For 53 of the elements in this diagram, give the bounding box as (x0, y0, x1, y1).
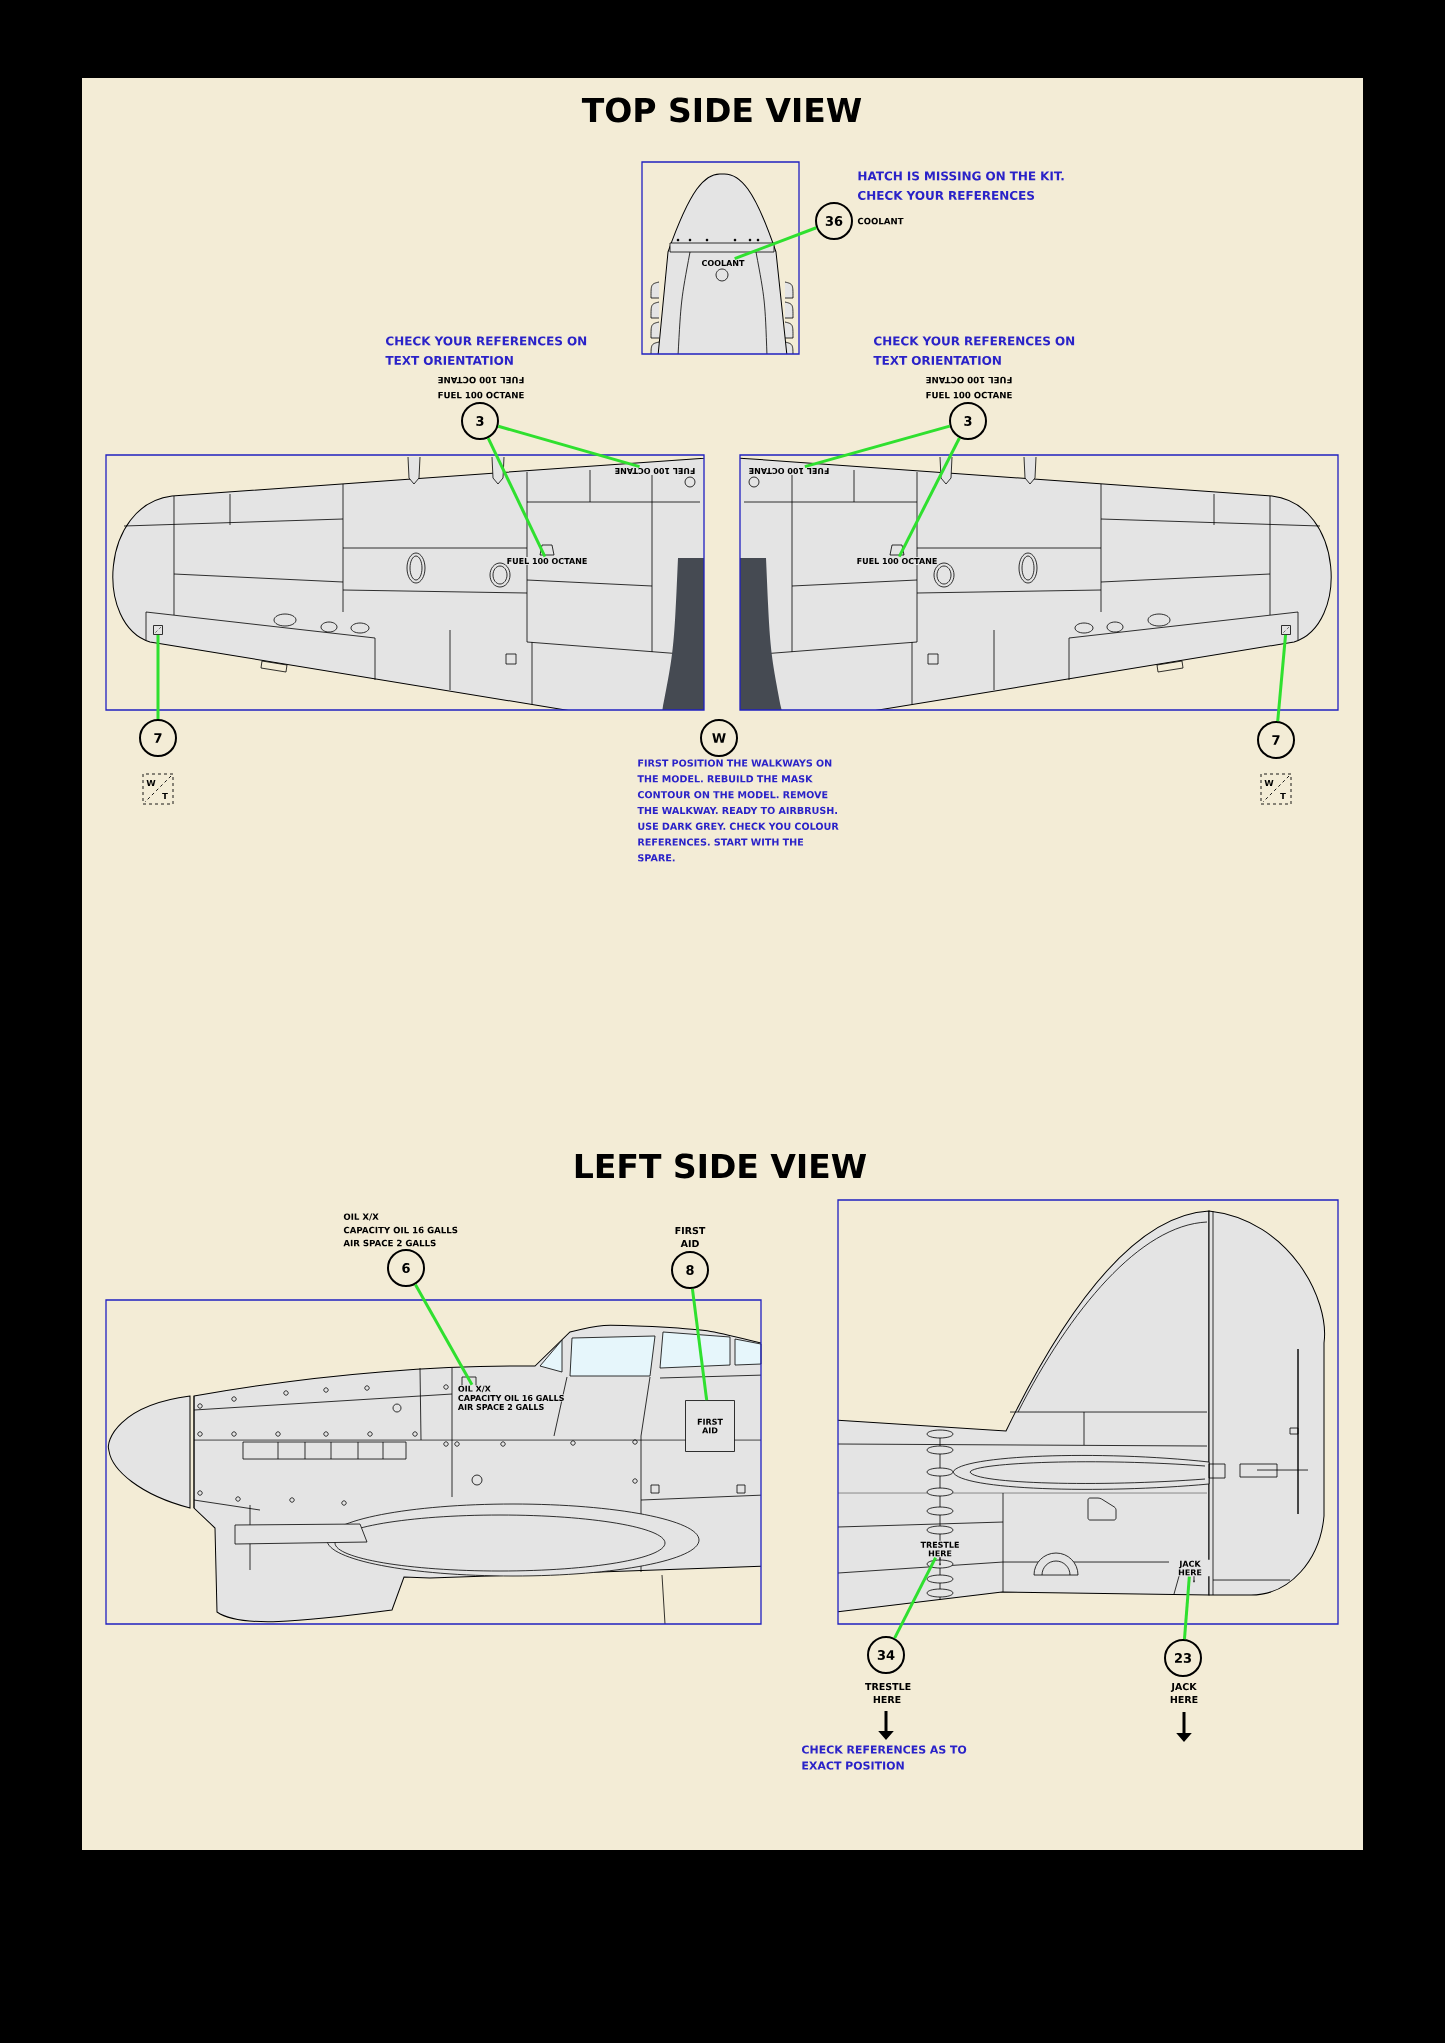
callout-text: OIL X/X (343, 1213, 379, 1221)
leader-line (897, 437, 961, 558)
leader-line (804, 424, 951, 469)
stencil-text: OIL X/X (457, 1385, 492, 1393)
symbol-letter: T (162, 792, 168, 800)
callout-number: W (700, 719, 738, 757)
callout-number: 3 (949, 402, 987, 440)
upside-down-text: FUEL 100 OCTANE (926, 376, 1012, 384)
view-title: LEFT SIDE VIEW (575, 1153, 867, 1179)
symbol-letter: W (146, 779, 156, 787)
stencil-text: FUEL 100 OCTANE (747, 467, 831, 476)
callout-number: 7 (139, 719, 177, 757)
leader-line (1183, 1576, 1191, 1640)
note-text: HATCH IS MISSING ON THE KIT. CHECK YOUR REFERENCES (858, 171, 1064, 200)
stencil-text: AIR SPACE 2 GALLS (457, 1403, 545, 1411)
callout-number: 23 (1164, 1639, 1202, 1677)
stencil-text: FUEL 100 OCTANE (855, 557, 939, 566)
callout-text: FIRST AID (675, 1227, 706, 1248)
stencil-text: FUEL 100 OCTANE (613, 467, 697, 476)
callout-text: CAPACITY OIL 16 GALLS (343, 1226, 458, 1234)
stencil-text: FUEL 100 OCTANE (505, 557, 589, 566)
callout-text: JACK HERE (1170, 1683, 1198, 1704)
leader-line (690, 1288, 709, 1401)
callout-number: 8 (671, 1251, 709, 1289)
leader-line (734, 226, 817, 260)
callout-text: FUEL 100 OCTANE (926, 391, 1012, 399)
stencil-text: COOLANT (700, 259, 746, 268)
leader-line (486, 437, 547, 558)
leader-line (1276, 634, 1288, 722)
note-text: CHECK YOUR REFERENCES ON TEXT ORIENTATION (385, 336, 587, 365)
callout-text: FUEL 100 OCTANE (438, 391, 524, 399)
callout-number: 34 (867, 1636, 905, 1674)
note-text: CHECK REFERENCES AS TO EXACT POSITION (801, 1745, 967, 1770)
symbol-letter: T (1280, 792, 1286, 800)
callout-number: 7 (1257, 721, 1295, 759)
leader-line (893, 1557, 937, 1639)
callout-number: 36 (815, 202, 853, 240)
callout-text: TRESTLE HERE (865, 1683, 911, 1704)
decal-square (153, 625, 163, 635)
callout-text: COOLANT (857, 217, 904, 225)
callout-number: 6 (387, 1249, 425, 1287)
leader-line (156, 634, 160, 719)
leader-line (497, 424, 640, 469)
view-title: TOP SIDE VIEW (581, 97, 862, 123)
upside-down-text: FUEL 100 OCTANE (438, 376, 524, 384)
symbol-letter: W (1264, 779, 1274, 787)
note-text: FIRST POSITION THE WALKWAYS ON THE MODEL. REBUILD THE MASK CONTOUR ON THE MODEL. REMOVE THE WALKWAY. READY TO AIRBRUSH. USE DARK GREY. CHECK YOU COLOUR REFERENCES. START WITH THE SPARE. (637, 759, 839, 862)
callout-text: AIR SPACE 2 GALLS (343, 1239, 436, 1247)
stencil-box: FIRST AID (685, 1400, 735, 1452)
decal-square (1281, 625, 1291, 635)
note-text: CHECK YOUR REFERENCES ON TEXT ORIENTATION (873, 336, 1075, 365)
callout-number: 3 (461, 402, 499, 440)
leader-line (414, 1283, 474, 1386)
